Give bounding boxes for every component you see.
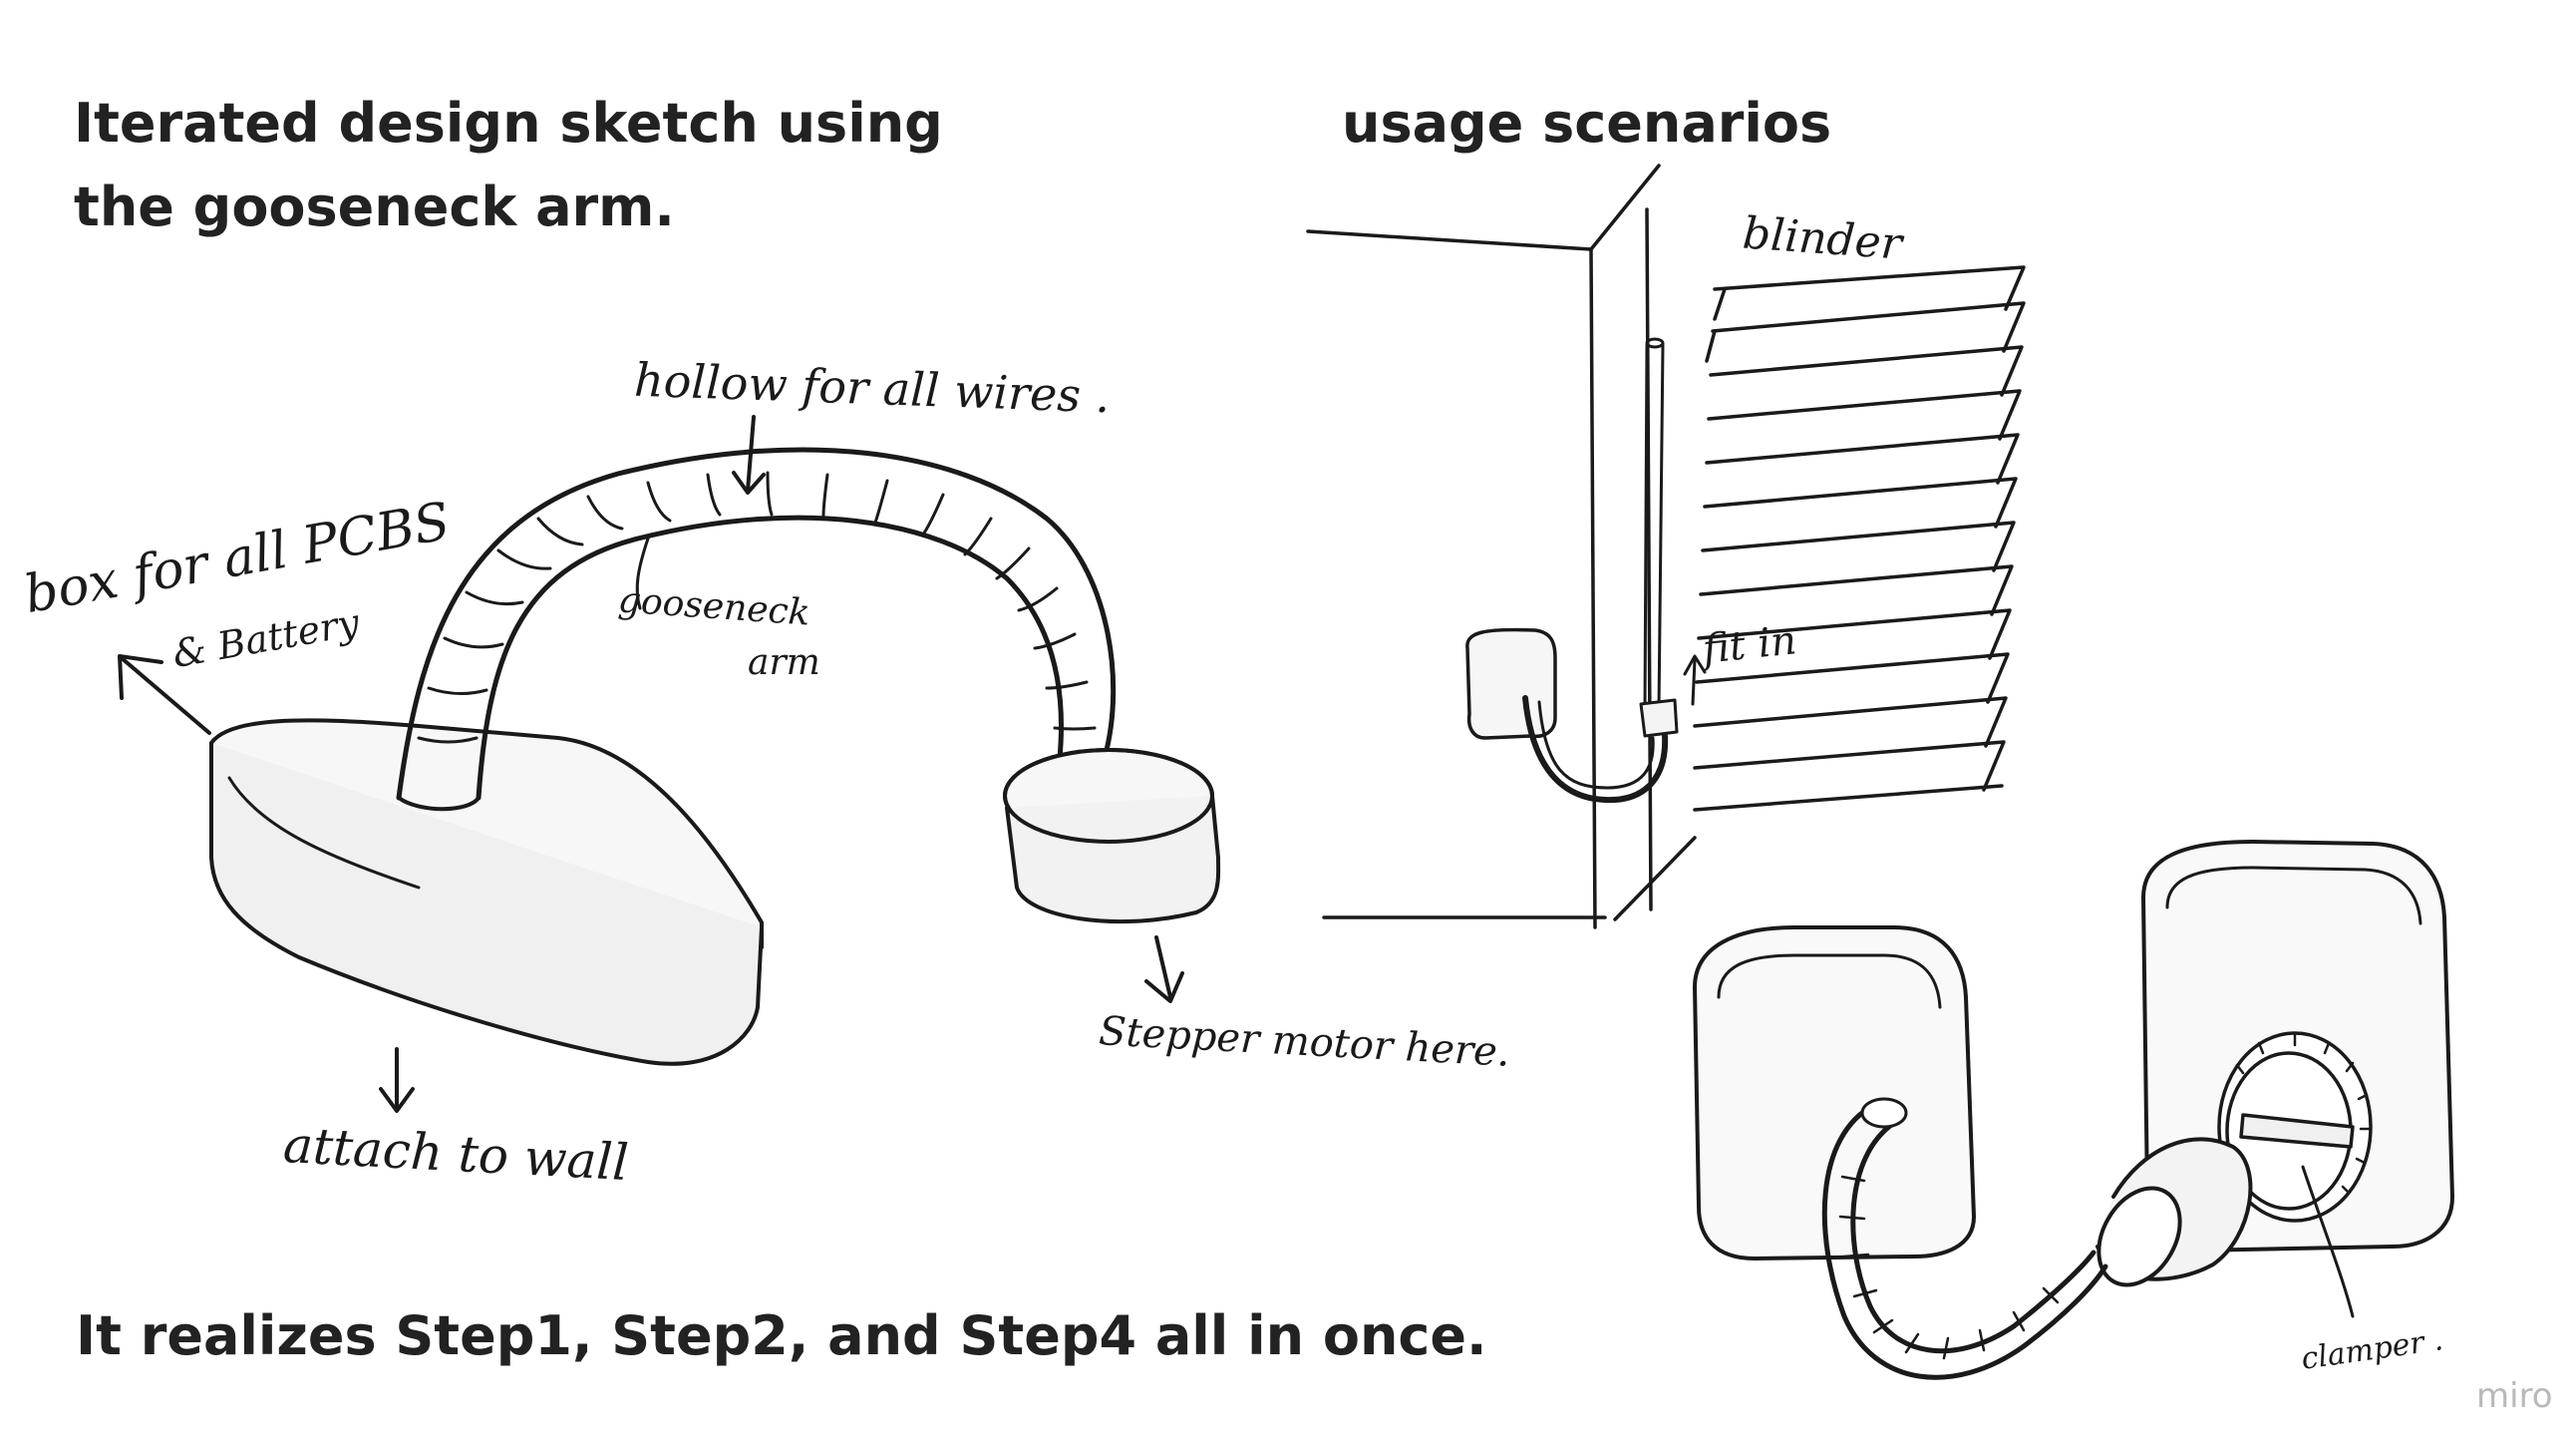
summary-text: It realizes Step1, Step2, and Step4 all … [76,1294,1487,1378]
page-title: Iterated design sketch using the goosene… [74,82,943,248]
label-fit-in: fit in [1701,617,1798,673]
wall-plate-left [1695,927,1974,1259]
window-frame [1308,166,1695,927]
miro-watermark: miro [2476,1376,2553,1416]
arrow-attach [381,1049,413,1111]
label-arm: arm [748,642,820,683]
usage-scenarios-heading: usage scenarios [1342,82,1831,166]
control-box [211,720,762,1063]
blind-rod [1641,339,1677,736]
connector-cylinder [2083,1139,2251,1299]
mini-device [1467,630,1665,801]
arrow-stepper [1146,937,1182,1001]
window-blinds [1695,267,2024,810]
stepper-motor-housing [1005,750,1218,921]
